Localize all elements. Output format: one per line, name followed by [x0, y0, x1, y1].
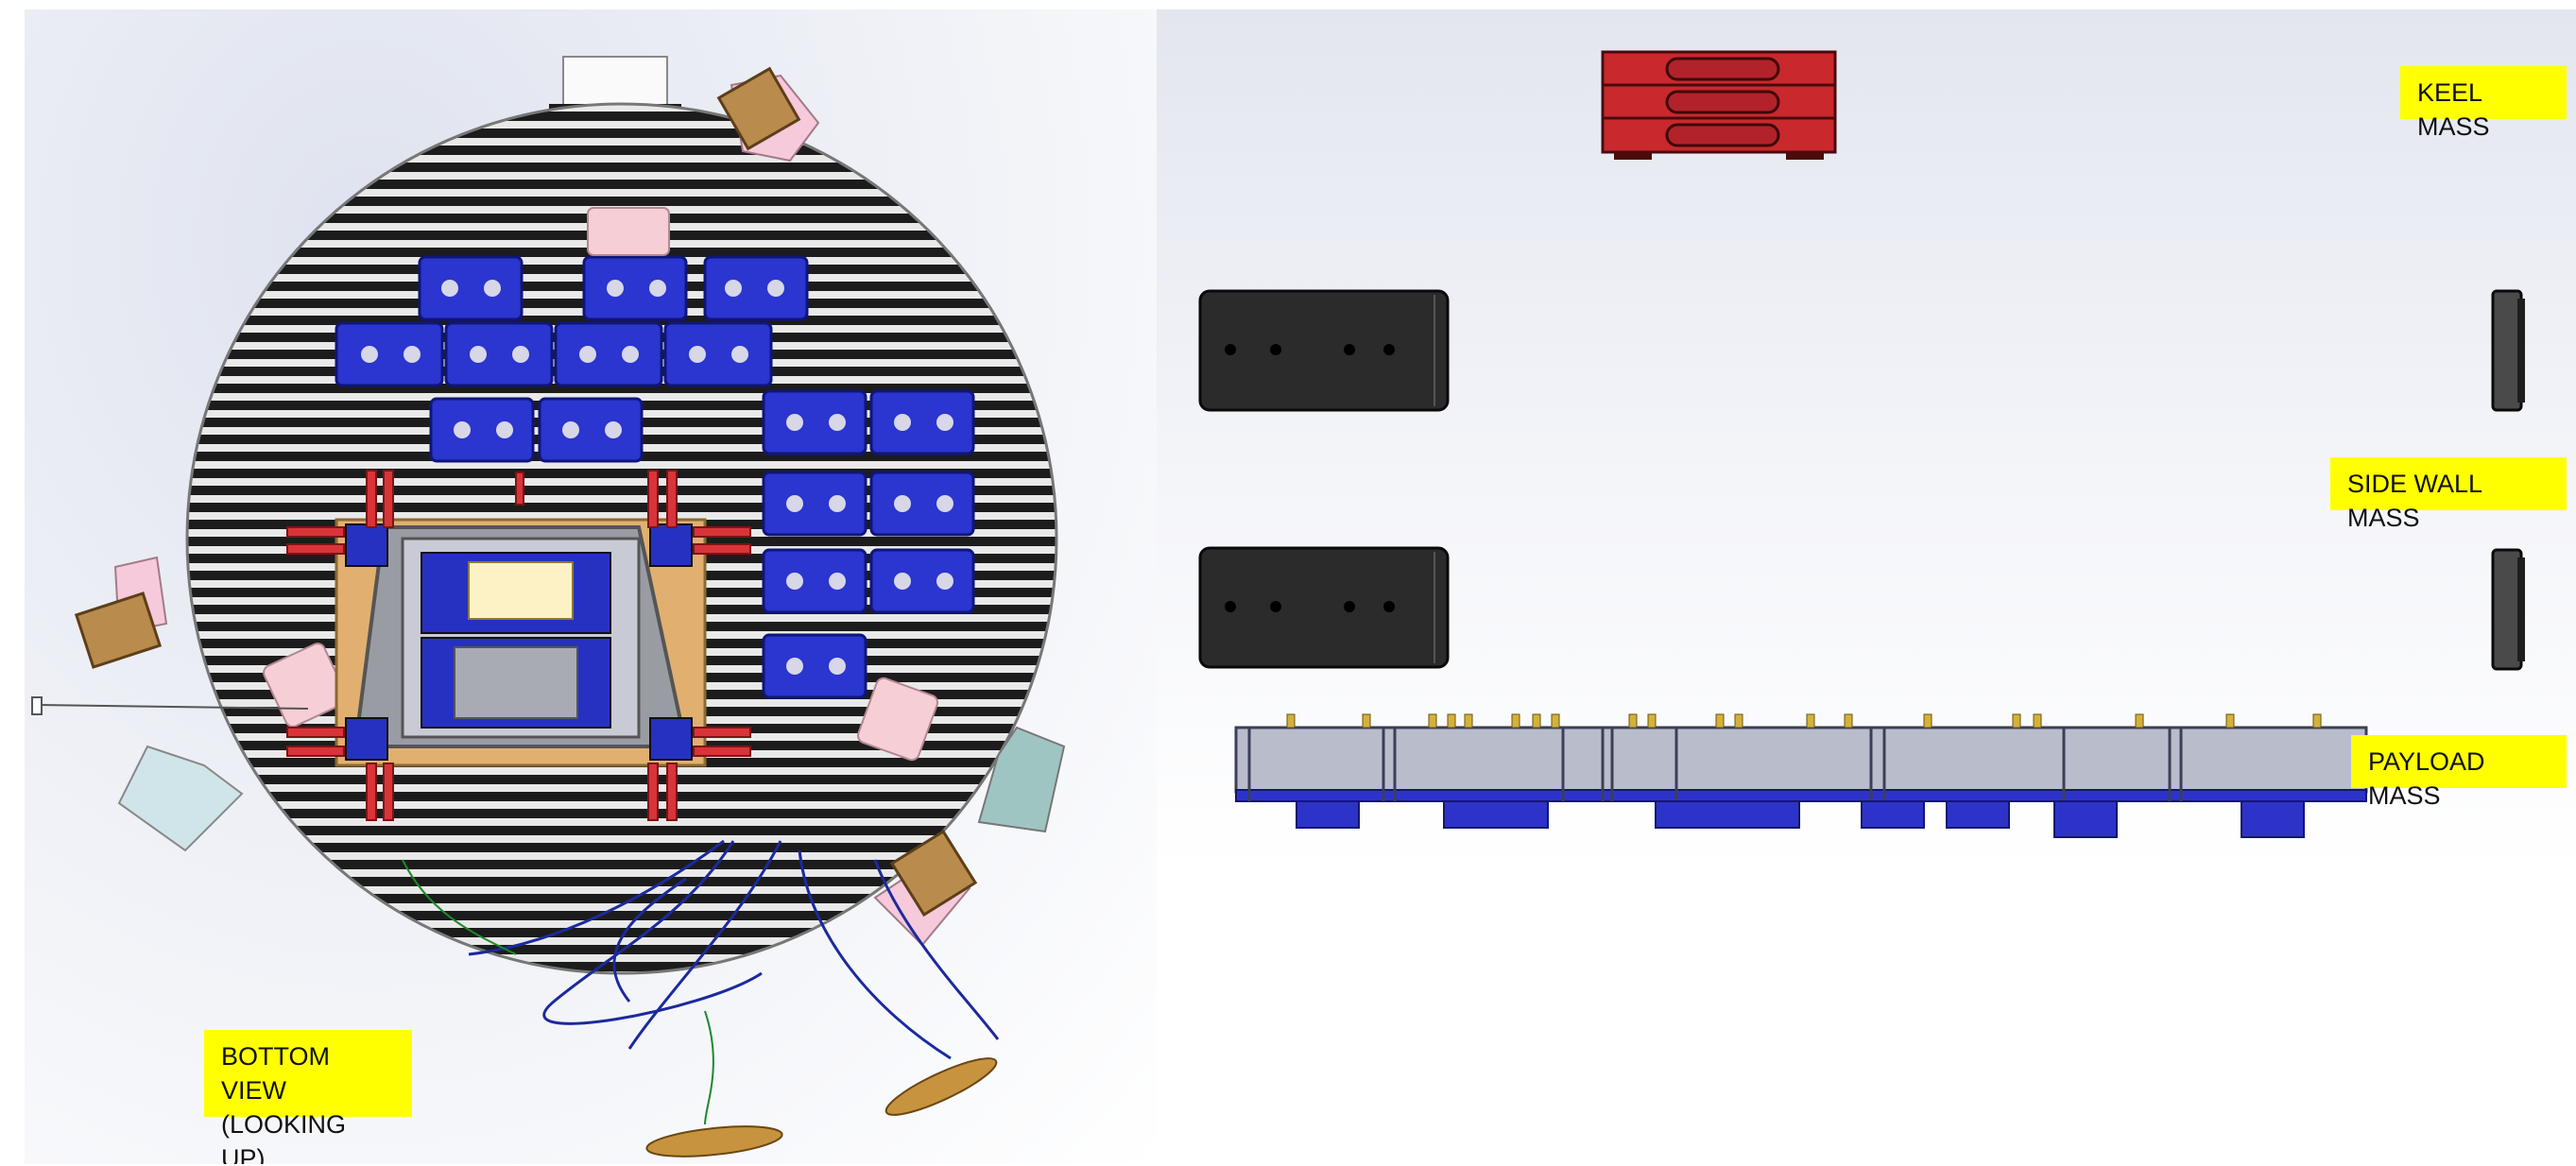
left-probe-wire: [37, 704, 309, 710]
payload-mass-label: PAYLOAD MASS: [2351, 735, 2567, 810]
right-cutout-tab: [977, 726, 1066, 833]
red-clamps: [286, 470, 751, 821]
tan-mount-brackets: [74, 66, 978, 947]
side-view-panel: KEEL MASS SIDE WALL MASS PAYLOAD MASS: [1157, 9, 2576, 869]
bottom-view-panel: BOTTOM VIEW (LOOKING UP): [25, 9, 1157, 1164]
green-cable: [402, 859, 517, 955]
side-wall-mass-left-top: [1198, 289, 1450, 412]
bottom-view-label: BOTTOM VIEW (LOOKING UP): [204, 1030, 412, 1164]
payload-mass-assembly: [1234, 713, 2368, 838]
side-wall-mass-label: SIDE WALL MASS: [2330, 457, 2567, 532]
left-probe-tip: [31, 696, 43, 715]
side-wall-mass-left-bottom: [1198, 546, 1450, 669]
cable-harness: [468, 839, 1000, 1060]
keel-mass-block: [1601, 50, 1837, 160]
brass-connectors: [645, 1057, 998, 1157]
keel-mass-label: KEEL MASS: [2400, 66, 2567, 141]
left-cutout-tab: [117, 745, 244, 852]
bottom-view-drawing: [31, 56, 1066, 1157]
pink-pads: [263, 207, 939, 762]
blue-module-grid: [335, 255, 975, 699]
central-frame-assembly: [335, 518, 707, 767]
side-wall-mass-right-bottom: [2491, 548, 2525, 671]
side-wall-mass-right-top: [2491, 289, 2525, 412]
side-view-drawing: [1198, 50, 2525, 838]
